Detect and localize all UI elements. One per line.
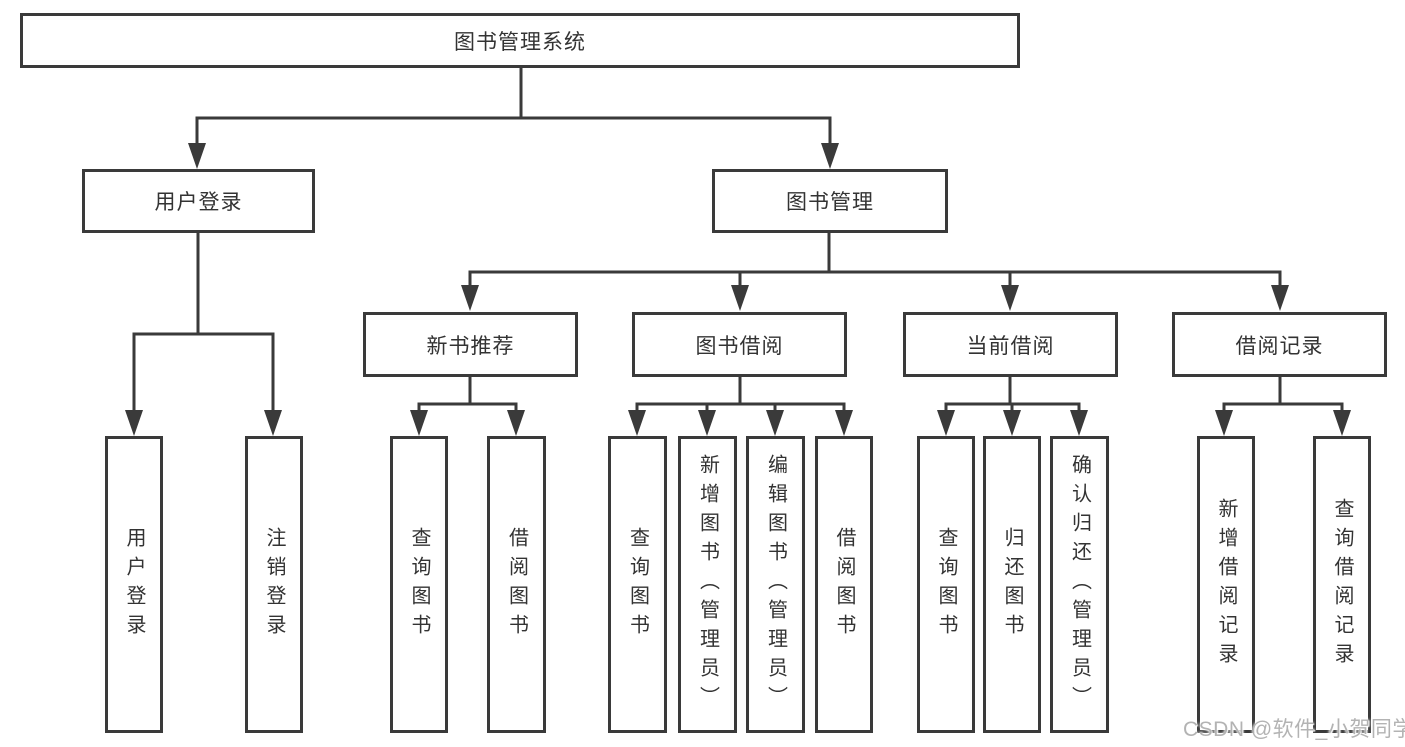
leaf-edit-book-admin: 编辑图书（管理员） bbox=[746, 436, 805, 733]
leaf-add-book-admin: 新增图书（管理员） bbox=[678, 436, 737, 733]
connector-book-management-to-level3 bbox=[461, 231, 1289, 311]
connector-root-to-level2 bbox=[188, 66, 839, 169]
leaf-return-books: 归还图书 bbox=[983, 436, 1041, 733]
leaf-user-login: 用户登录 bbox=[105, 436, 163, 733]
leaf-query-borrow-record: 查询借阅记录 bbox=[1313, 436, 1371, 733]
leaf-logout: 注销登录 bbox=[245, 436, 303, 733]
connector-user-login-to-leaves bbox=[125, 231, 282, 436]
leaf-query-books-borrow: 查询图书 bbox=[608, 436, 667, 733]
connector-new-book-recommend-to-leaves bbox=[410, 375, 525, 436]
leaf-query-books-current: 查询图书 bbox=[917, 436, 975, 733]
leaf-add-borrow-record: 新增借阅记录 bbox=[1197, 436, 1255, 733]
leaf-confirm-return-admin: 确认归还（管理员） bbox=[1050, 436, 1109, 733]
watermark-text: CSDN @软件_小贺同学 bbox=[1183, 718, 1405, 741]
connector-borrow-records-to-leaves bbox=[1215, 375, 1351, 436]
connector-book-borrow-to-leaves bbox=[628, 375, 853, 436]
node-borrow-records: 借阅记录 bbox=[1172, 312, 1387, 377]
node-current-borrow: 当前借阅 bbox=[903, 312, 1118, 377]
connector-current-borrow-to-leaves bbox=[937, 375, 1088, 436]
node-user-login: 用户登录 bbox=[82, 169, 315, 233]
leaf-query-books-recommend: 查询图书 bbox=[390, 436, 448, 733]
node-book-management: 图书管理 bbox=[712, 169, 948, 233]
leaf-borrow-books-recommend: 借阅图书 bbox=[487, 436, 546, 733]
leaf-borrow-books: 借阅图书 bbox=[815, 436, 873, 733]
node-book-borrow: 图书借阅 bbox=[632, 312, 847, 377]
node-new-book-recommend: 新书推荐 bbox=[363, 312, 578, 377]
node-root: 图书管理系统 bbox=[20, 13, 1020, 68]
